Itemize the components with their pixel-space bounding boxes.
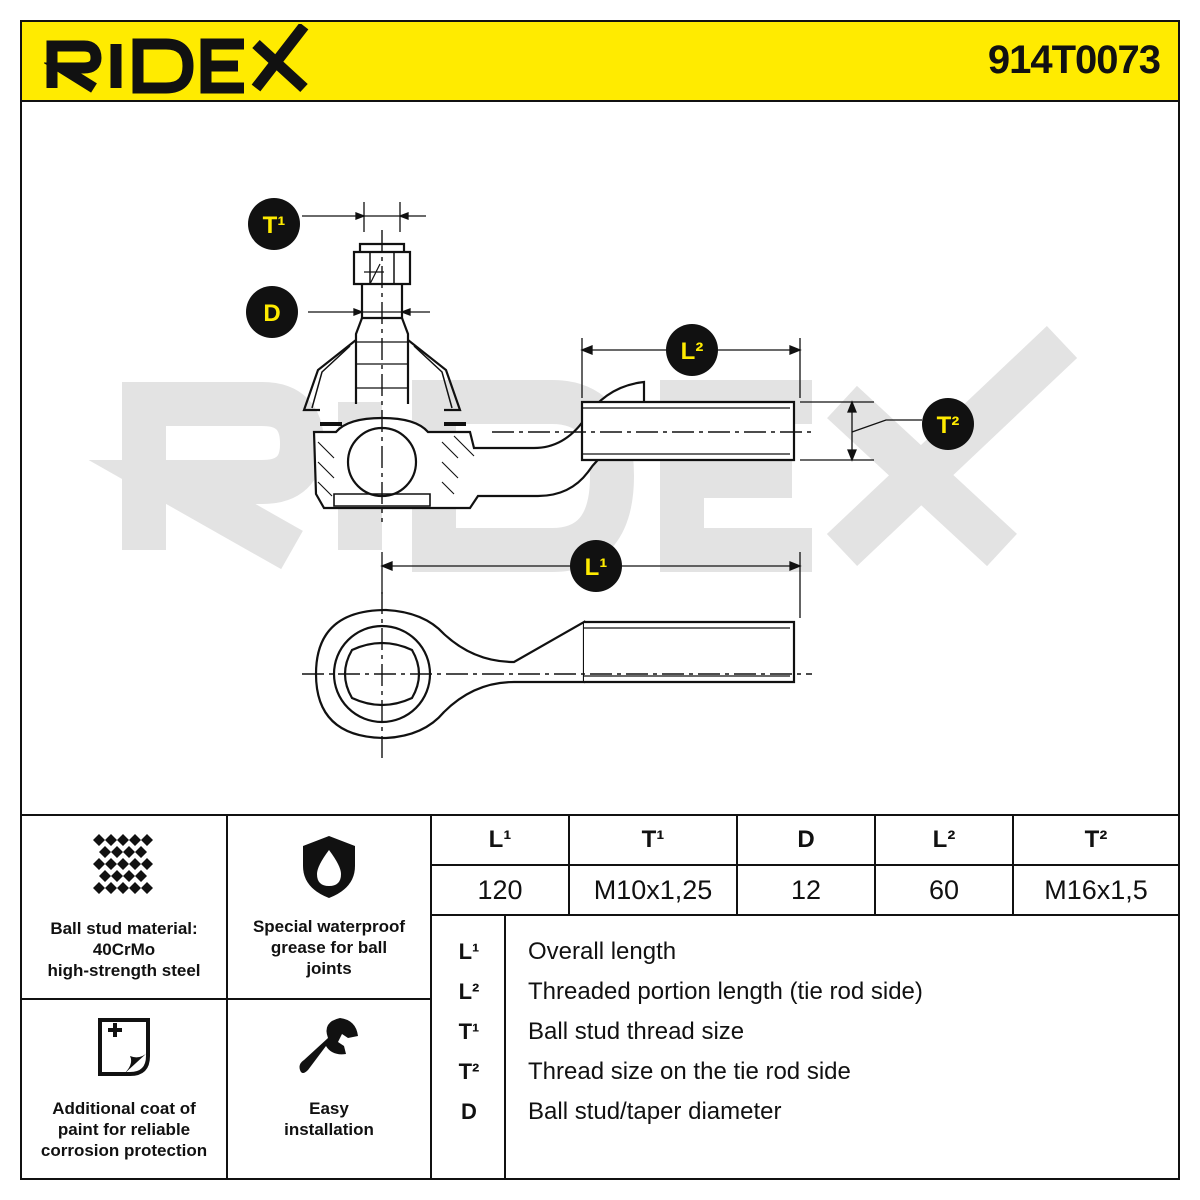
paint-coat-icon bbox=[98, 1018, 150, 1076]
svg-text:L²: L² bbox=[681, 338, 704, 365]
product-sheet: 914T0073 bbox=[20, 20, 1180, 1180]
svg-text:L¹: L¹ bbox=[585, 554, 608, 581]
spec-value-l2: 60 bbox=[928, 875, 960, 905]
spec-header-l1: L¹ bbox=[488, 826, 512, 853]
spec-header-t1: T¹ bbox=[641, 826, 665, 853]
spec-header-d: D bbox=[797, 826, 815, 853]
spec-value-t1: M10x1,25 bbox=[593, 875, 713, 905]
label-t1-badge: T¹ bbox=[248, 198, 300, 250]
label-l1-badge: L¹ bbox=[570, 540, 622, 592]
svg-text:T²: T² bbox=[937, 412, 960, 439]
spec-value-l1: 120 bbox=[477, 875, 523, 905]
legend-row: L² Threaded portion length (tie rod side… bbox=[458, 978, 923, 1005]
label-t2-badge: T² bbox=[922, 398, 974, 450]
feature-installation: Easy installation bbox=[228, 1016, 430, 1140]
label-l2-badge: L² bbox=[666, 324, 718, 376]
legend-row: T¹ Ball stud thread size bbox=[458, 1018, 745, 1045]
spec-value-t2: M16x1,5 bbox=[1044, 875, 1148, 905]
feature-paint: Additional coat of paint for reliable co… bbox=[22, 1016, 226, 1161]
technical-drawing: T¹ D L² T² L¹ bbox=[88, 198, 1078, 758]
shield-drop-icon bbox=[303, 836, 355, 898]
ridex-logo bbox=[44, 24, 309, 94]
info-panel: Ball stud material: 40CrMo high-strength… bbox=[22, 814, 1178, 1180]
grid-pattern-icon bbox=[93, 834, 153, 894]
feature-grease: Special waterproof grease for ball joint… bbox=[228, 834, 430, 979]
legend-row: T² Thread size on the tie rod side bbox=[458, 1058, 851, 1085]
spec-header-t2: T² bbox=[1084, 826, 1108, 853]
spec-header-l2: L² bbox=[932, 826, 956, 853]
legend-row: D Ball stud/taper diameter bbox=[461, 1098, 782, 1125]
part-number: 914T0073 bbox=[987, 38, 1161, 82]
legend-row: L¹ Overall length bbox=[458, 938, 677, 965]
wrench-icon bbox=[299, 1018, 358, 1073]
svg-text:D: D bbox=[263, 300, 280, 327]
spec-value-d: 12 bbox=[790, 875, 822, 905]
label-d-badge: D bbox=[246, 286, 298, 338]
header-bar: 914T0073 bbox=[22, 22, 1178, 102]
feature-material: Ball stud material: 40CrMo high-strength… bbox=[22, 834, 226, 981]
svg-text:T¹: T¹ bbox=[263, 212, 286, 239]
